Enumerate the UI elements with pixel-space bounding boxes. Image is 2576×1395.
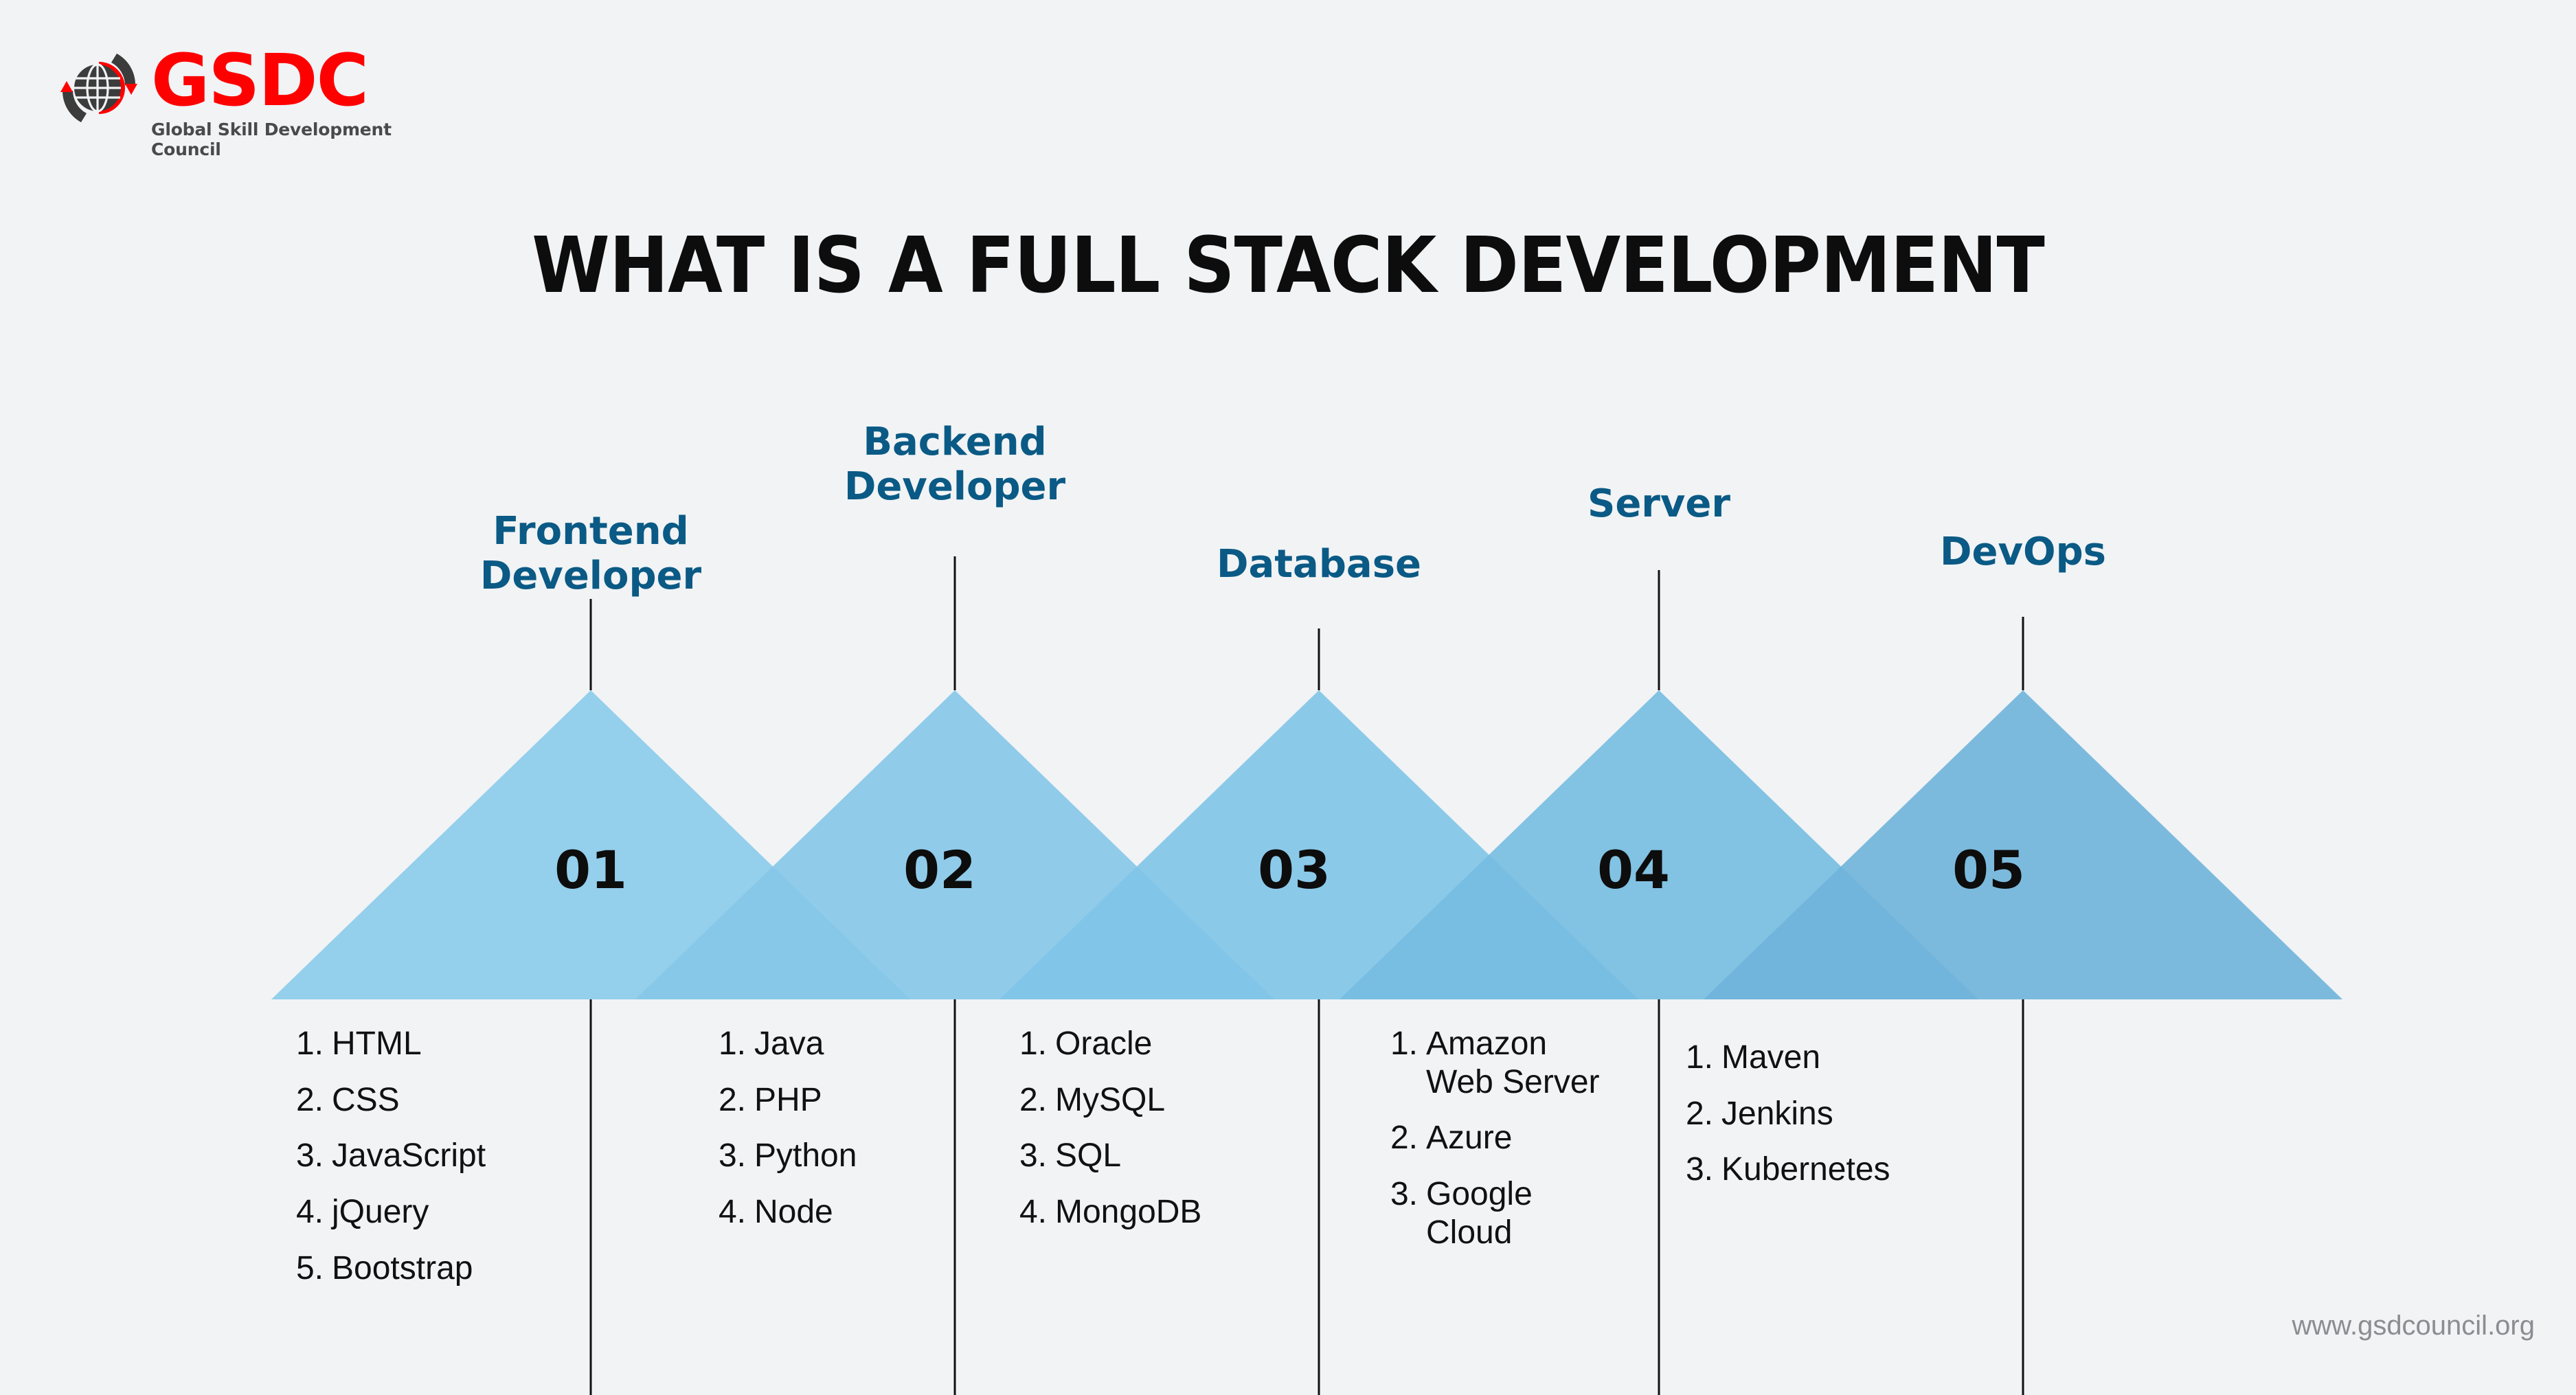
list-item-number: 2. <box>1390 1120 1418 1157</box>
list-item-label: Google Cloud <box>1426 1176 1533 1251</box>
triangle-peak-05 <box>1704 690 2342 999</box>
list-item: 3.JavaScript <box>292 1137 567 1175</box>
list-item-label: Amazon Web Server <box>1426 1025 1600 1100</box>
list-item-label: JavaScript <box>332 1137 486 1175</box>
page-title: WHAT IS A FULL STACK DEVELOPMENT <box>532 221 2045 310</box>
list-item-label: Node <box>754 1194 833 1231</box>
peak-number-03: 03 <box>1258 839 1331 900</box>
logo-wordmark: GSDC <box>151 38 369 122</box>
list-item-label: Azure <box>1426 1120 1513 1157</box>
list-item-label: PHP <box>754 1081 822 1118</box>
list-item-number: 4. <box>295 1194 324 1231</box>
list-item-label: CSS <box>332 1081 400 1118</box>
connector-line-01 <box>589 599 592 690</box>
list-item-number: 3. <box>1390 1176 1418 1213</box>
connector-line-04 <box>1658 570 1660 690</box>
list-item-label: Kubernetes <box>1721 1151 1890 1188</box>
list-item-number: 2. <box>1685 1095 1713 1132</box>
list-item: 2.Azure <box>1386 1119 1613 1157</box>
list-item-number: 4. <box>1019 1194 1047 1231</box>
list-item: 3.Google Cloud <box>1386 1175 1613 1251</box>
connector-line-03 <box>1318 628 1320 690</box>
list-item: 1.Java <box>714 1025 955 1063</box>
list-item: 2.PHP <box>714 1081 955 1120</box>
list-item: 3.Kubernetes <box>1682 1150 1977 1189</box>
list-item-number: 3. <box>1019 1137 1047 1175</box>
gsdc-logo: GSDC Global Skill Development Council <box>54 43 411 159</box>
list-item-number: 1. <box>718 1025 746 1062</box>
list-item: 4.Node <box>714 1193 955 1232</box>
list-item: 1.HTML <box>292 1025 567 1063</box>
list-item-label: Bootstrap <box>332 1249 473 1286</box>
list-item-label: Oracle <box>1055 1025 1153 1062</box>
list-item: 3.SQL <box>1015 1137 1290 1175</box>
list-item: 1.Oracle <box>1015 1025 1290 1063</box>
list-item: 3.Python <box>714 1137 955 1175</box>
list-item-label: MongoDB <box>1055 1194 1202 1231</box>
divider-line-02 <box>953 999 956 1395</box>
list-item-number: 5. <box>295 1249 324 1286</box>
list-item-label: MySQL <box>1055 1081 1166 1118</box>
logo-text-block: GSDC Global Skill Development Council <box>151 43 411 159</box>
divider-line-05 <box>2022 999 2024 1395</box>
list-item-label: Jenkins <box>1721 1095 1833 1132</box>
list-item-number: 1. <box>1390 1025 1418 1062</box>
connector-line-02 <box>953 556 956 690</box>
list-item-label: Java <box>754 1025 824 1062</box>
list-item: 2.MySQL <box>1015 1081 1290 1120</box>
list-item: 2.CSS <box>292 1081 567 1120</box>
list-item: 4.MongoDB <box>1015 1193 1290 1232</box>
list-item-number: 4. <box>718 1194 746 1231</box>
connector-line-05 <box>2022 617 2024 690</box>
list-item-label: Python <box>754 1137 857 1175</box>
footer-website-url: www.gsdcouncil.org <box>2292 1311 2535 1341</box>
list-item-label: jQuery <box>332 1194 429 1231</box>
list-item: 5.Bootstrap <box>292 1249 567 1288</box>
peak-number-01: 01 <box>554 839 627 900</box>
logo-tagline: Global Skill Development Council <box>151 119 392 159</box>
divider-line-01 <box>589 999 592 1395</box>
stage-label-backend-developer: Backend Developer <box>844 420 1066 509</box>
list-item: 1.Maven <box>1682 1039 1977 1077</box>
divider-line-04 <box>1658 999 1660 1395</box>
list-item-number: 2. <box>718 1081 746 1118</box>
peak-number-02: 02 <box>903 839 976 900</box>
globe-icon <box>60 54 137 122</box>
list-item: 2.Jenkins <box>1682 1095 1977 1133</box>
stage-label-server: Server <box>1587 481 1731 526</box>
list-item-label: Maven <box>1721 1039 1821 1076</box>
list-item-number: 3. <box>1685 1151 1713 1188</box>
stage-label-database: Database <box>1216 542 1422 587</box>
stage-label-frontend-developer: Frontend Developer <box>479 509 702 598</box>
list-item-number: 1. <box>1685 1039 1713 1076</box>
list-item: 4.jQuery <box>292 1193 567 1232</box>
list-item-number: 2. <box>1019 1081 1047 1118</box>
list-item-number: 1. <box>295 1025 324 1062</box>
stage-label-devops: DevOps <box>1940 530 2106 574</box>
list-item-label: HTML <box>332 1025 422 1062</box>
divider-line-03 <box>1318 999 1320 1395</box>
list-item-number: 3. <box>718 1137 746 1175</box>
list-item-number: 3. <box>295 1137 324 1175</box>
list-item-number: 1. <box>1019 1025 1047 1062</box>
list-item-number: 2. <box>295 1081 324 1118</box>
peak-number-05: 05 <box>1952 839 2025 900</box>
peak-number-04: 04 <box>1597 839 1670 900</box>
list-item-label: SQL <box>1055 1137 1122 1175</box>
list-item: 1.Amazon Web Server <box>1386 1025 1613 1101</box>
